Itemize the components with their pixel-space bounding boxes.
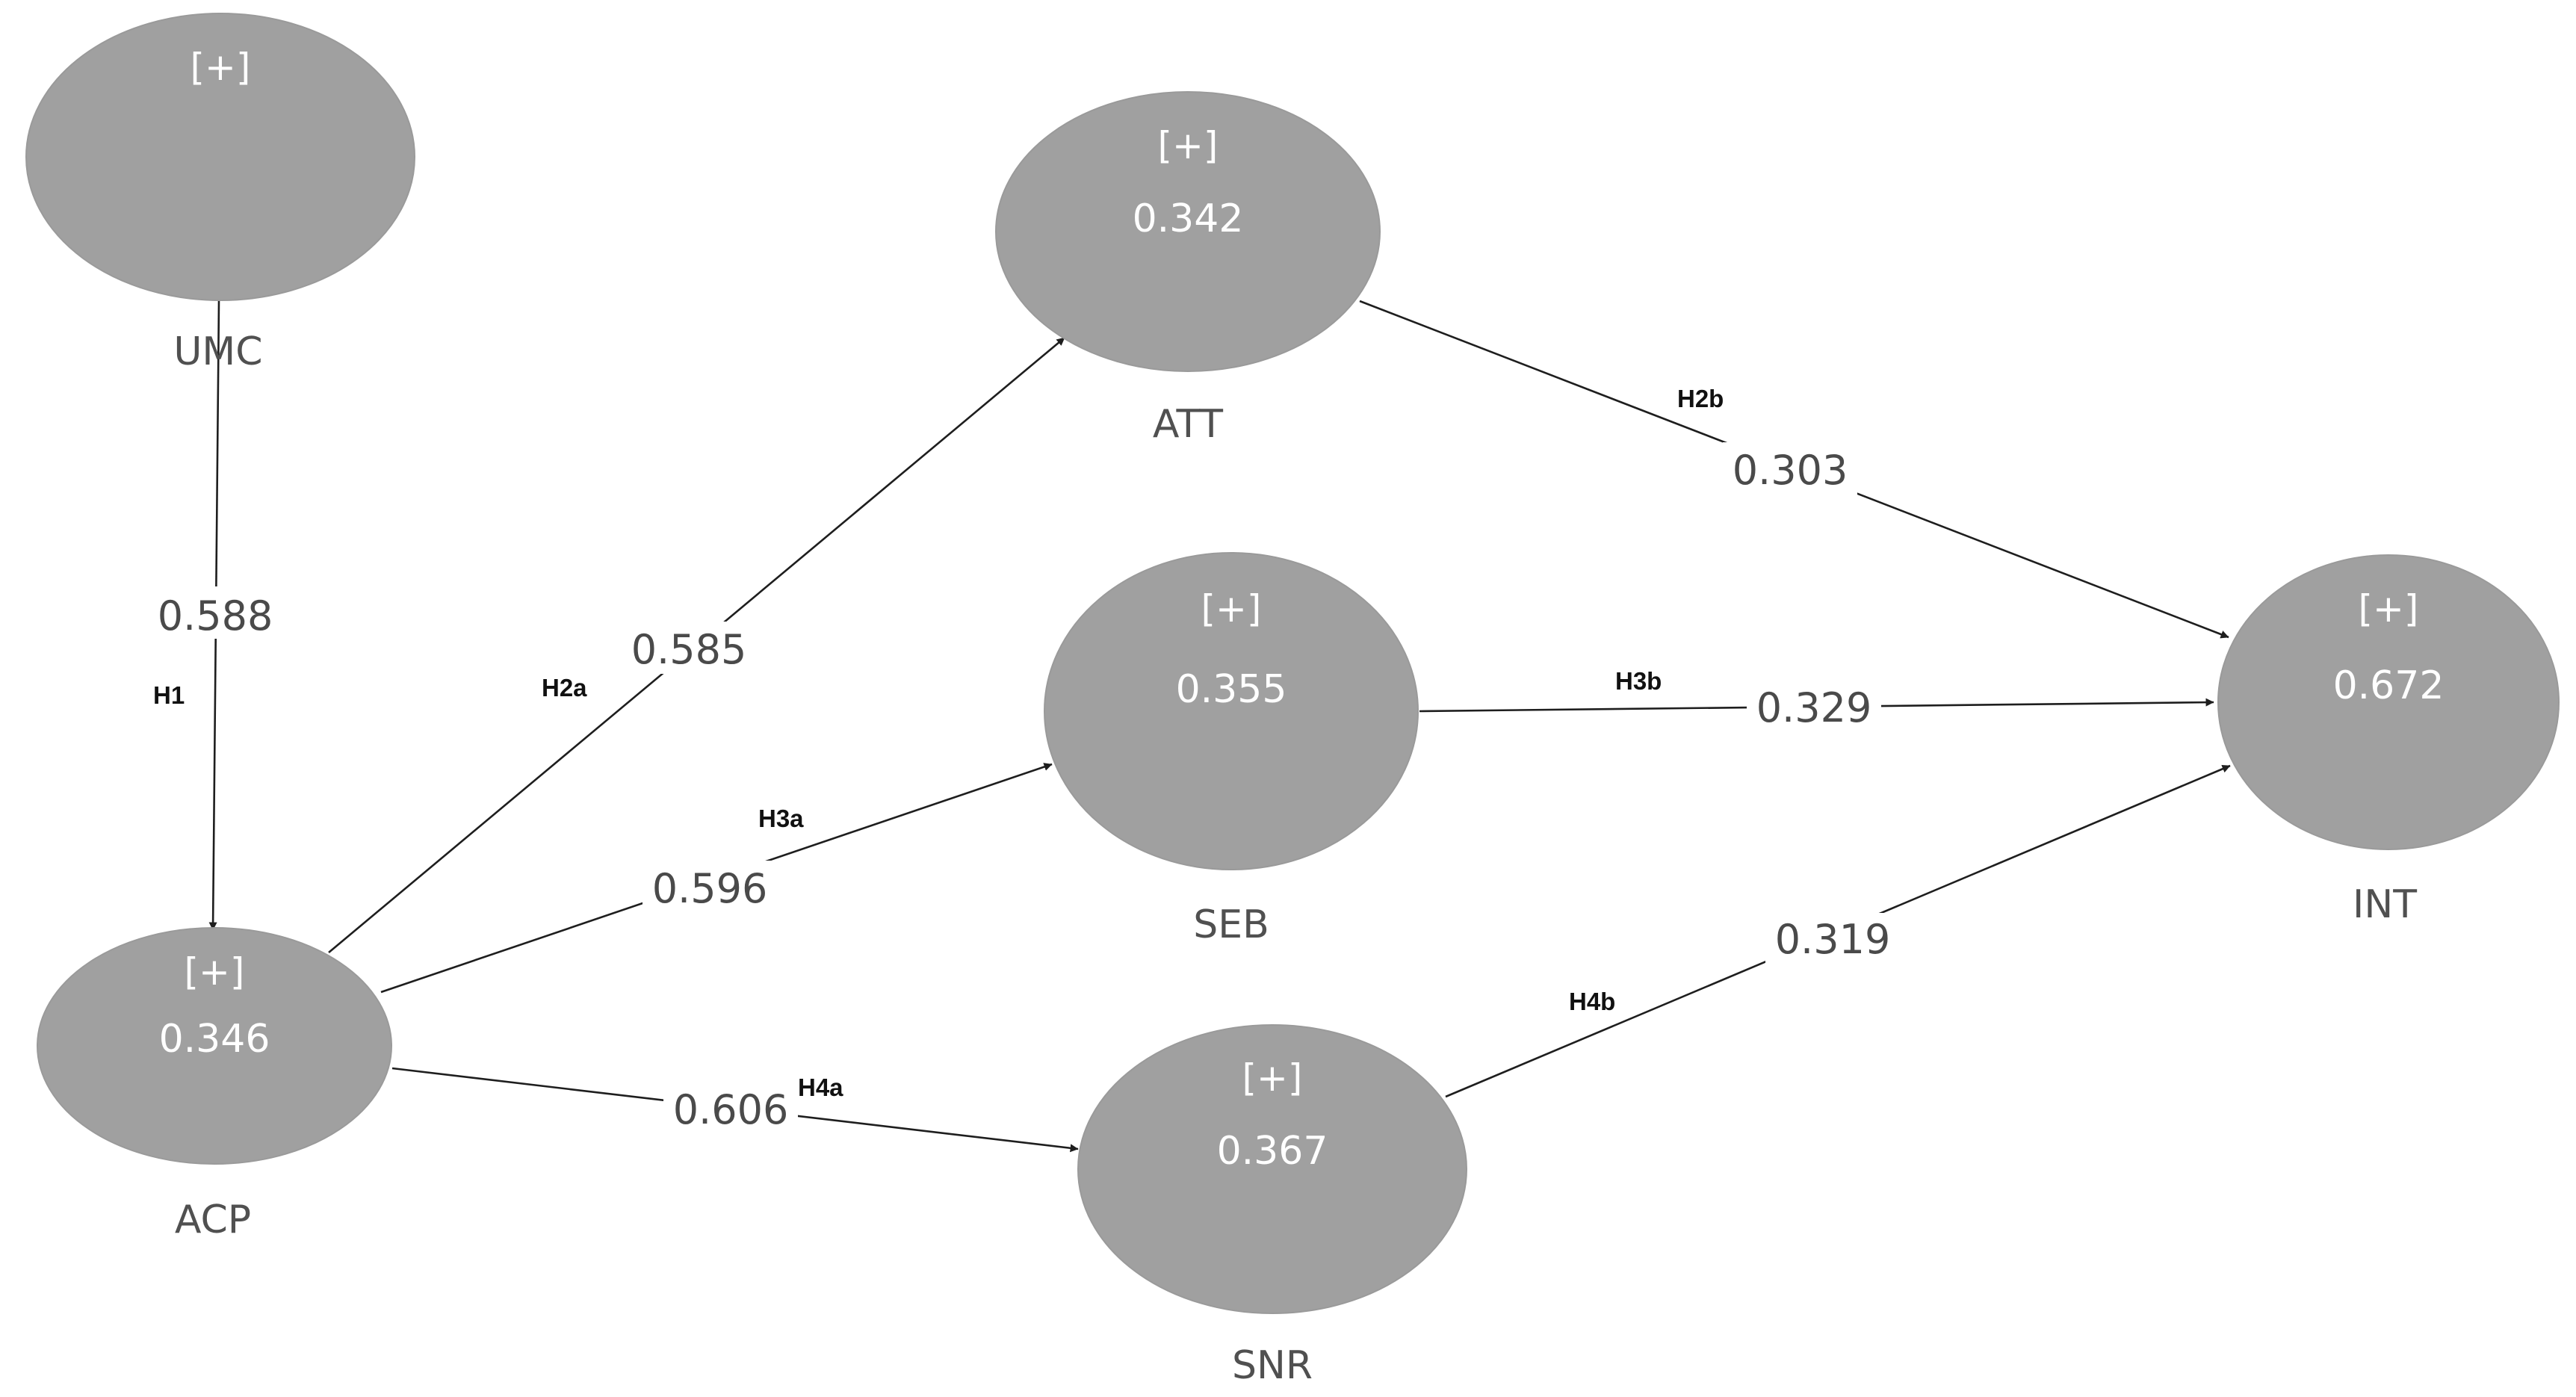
expand-icon[interactable]: [+] bbox=[1158, 124, 1219, 167]
node-seb[interactable]: [+] 0.355 SEB bbox=[1044, 552, 1419, 947]
hypothesis-h4b: H4b bbox=[1569, 988, 1615, 1015]
node-acp[interactable]: [+] 0.346 ACP bbox=[37, 927, 392, 1242]
coefficient-acp-att: 0.585 bbox=[631, 626, 747, 673]
construct-acp-shape[interactable] bbox=[37, 927, 392, 1165]
construct-label-snr: SNR bbox=[1232, 1343, 1313, 1388]
construct-label-int: INT bbox=[2353, 882, 2417, 927]
expand-icon[interactable]: [+] bbox=[191, 46, 251, 89]
r-squared-att: 0.342 bbox=[1133, 196, 1244, 241]
hypothesis-h1: H1 bbox=[153, 681, 185, 709]
r-squared-seb: 0.355 bbox=[1176, 667, 1287, 712]
expand-icon[interactable]: [+] bbox=[1242, 1056, 1303, 1100]
expand-icon[interactable]: [+] bbox=[2359, 587, 2419, 631]
node-umc[interactable]: [+] UMC bbox=[25, 13, 415, 374]
hypothesis-h2b: H2b bbox=[1677, 385, 1724, 412]
construct-int-shape[interactable] bbox=[2217, 554, 2560, 850]
expand-icon[interactable]: [+] bbox=[1201, 587, 1262, 631]
construct-att-shape[interactable] bbox=[995, 91, 1381, 372]
coefficient-umc-acp: 0.588 bbox=[158, 592, 273, 639]
hypothesis-h2a: H2a bbox=[542, 674, 587, 701]
hypothesis-labels: H1 H2a H2b H3a H3b H4a H4b bbox=[153, 385, 1724, 1101]
construct-label-umc: UMC bbox=[173, 329, 262, 374]
r-squared-acp: 0.346 bbox=[159, 1017, 270, 1062]
construct-label-seb: SEB bbox=[1193, 902, 1269, 947]
coefficient-acp-seb: 0.596 bbox=[652, 865, 768, 912]
node-int[interactable]: [+] 0.672 INT bbox=[2217, 554, 2560, 927]
path-coefficients: 0.588 0.585 0.303 0.596 0.329 0.606 0.31… bbox=[148, 442, 1900, 1136]
coefficient-seb-int: 0.329 bbox=[1756, 684, 1872, 731]
hypothesis-h3b: H3b bbox=[1615, 667, 1662, 695]
node-snr[interactable]: [+] 0.367 SNR bbox=[1077, 1024, 1467, 1388]
hypothesis-h4a: H4a bbox=[798, 1074, 843, 1101]
expand-icon[interactable]: [+] bbox=[185, 950, 245, 994]
construct-label-att: ATT bbox=[1153, 402, 1223, 447]
coefficient-acp-snr: 0.606 bbox=[673, 1086, 789, 1133]
construct-umc-shape[interactable] bbox=[25, 13, 415, 301]
coefficient-att-int: 0.303 bbox=[1733, 447, 1848, 494]
construct-snr-shape[interactable] bbox=[1077, 1024, 1467, 1314]
coefficient-snr-int: 0.319 bbox=[1775, 916, 1891, 963]
construct-seb-shape[interactable] bbox=[1044, 552, 1419, 870]
r-squared-int: 0.672 bbox=[2333, 663, 2445, 708]
hypothesis-h3a: H3a bbox=[758, 805, 804, 832]
r-squared-snr: 0.367 bbox=[1217, 1129, 1328, 1174]
node-att[interactable]: [+] 0.342 ATT bbox=[995, 91, 1381, 447]
construct-label-acp: ACP bbox=[175, 1198, 251, 1242]
